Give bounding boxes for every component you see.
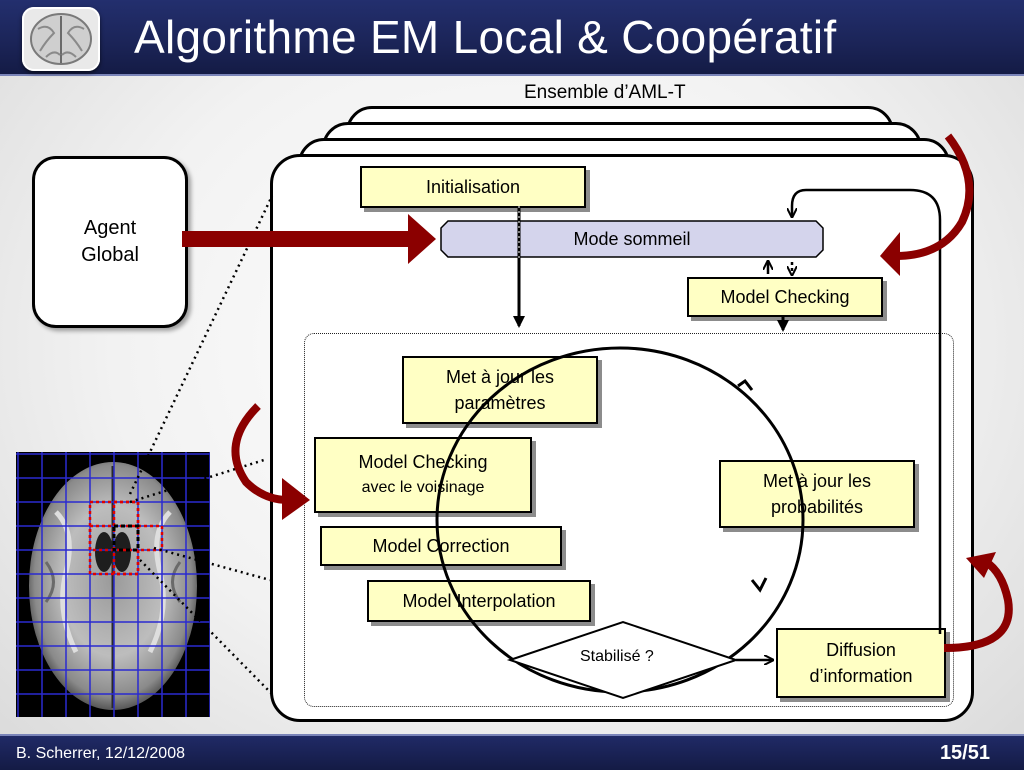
footer-author-date: B. Scherrer, 12/12/2008	[16, 745, 185, 762]
model-checking-neighbor-box: Model Checking avec le voisinage	[314, 437, 532, 513]
update-probabilities-line1: Met à jour les	[762, 471, 872, 491]
diffusion-box: Diffusion d’information	[776, 628, 946, 698]
page-number: 15/51	[939, 742, 990, 764]
model-correction-label: Model Correction	[372, 536, 510, 556]
model-correction-box: Model Correction	[320, 526, 562, 566]
agent-global-line2: Global	[81, 244, 139, 266]
initialisation-label: Initialisation	[425, 177, 521, 197]
update-parameters-line2: paramètres	[454, 393, 546, 413]
model-interpolation-label: Model Interpolation	[402, 591, 556, 611]
title-bar: Algorithme EM Local & Coopératif	[0, 0, 1024, 76]
update-probabilities-box: Met à jour les probabilités	[719, 460, 915, 528]
brain-logo-icon	[22, 7, 100, 71]
ensemble-label: Ensemble d’AML-T	[524, 82, 686, 103]
mode-sommeil-box	[440, 220, 824, 258]
model-checking-top-box: Model Checking	[687, 277, 883, 317]
slide-title: Algorithme EM Local & Coopératif	[134, 11, 837, 63]
stabilise-label: Stabilisé ?	[580, 648, 654, 665]
model-checking-top-label: Model Checking	[720, 287, 850, 307]
footer-bar: B. Scherrer, 12/12/2008 15/51	[0, 734, 1024, 770]
brain-mri-image	[16, 452, 211, 717]
mode-sommeil-label: Mode sommeil	[573, 228, 691, 249]
em-loop-region	[304, 333, 954, 707]
agent-global-line1: Agent	[83, 217, 137, 239]
diffusion-line2: d’information	[809, 666, 913, 686]
agent-global-box: Agent Global	[32, 156, 188, 328]
initialisation-box: Initialisation	[360, 166, 586, 208]
model-checking-neighbor-line1: Model Checking	[358, 452, 488, 472]
model-interpolation-box: Model Interpolation	[367, 580, 591, 622]
diffusion-line1: Diffusion	[826, 640, 896, 660]
update-probabilities-line2: probabilités	[770, 497, 864, 517]
model-checking-neighbor-line2: avec le voisinage	[361, 479, 485, 496]
